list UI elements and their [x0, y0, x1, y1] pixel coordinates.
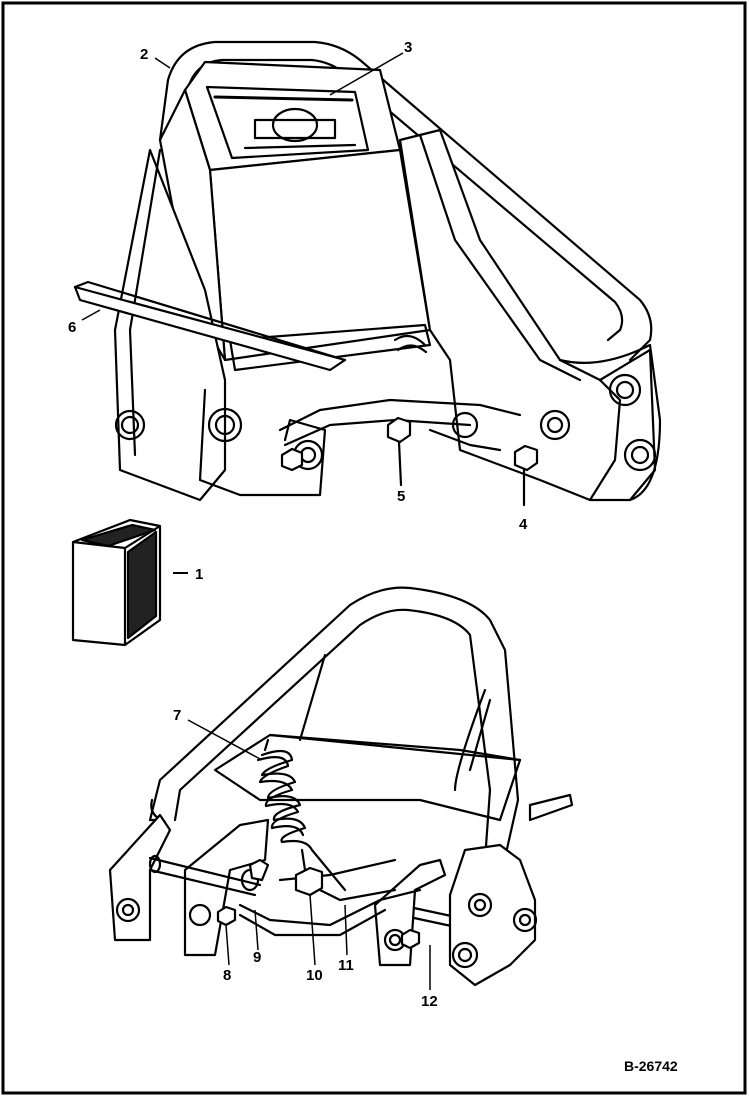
tension-spring [256, 738, 314, 852]
nut-5 [386, 416, 412, 444]
callout-6: 6 [68, 319, 77, 336]
bolt-4 [513, 444, 539, 472]
callout-3: 3 [404, 39, 413, 56]
callout-12: 12 [421, 993, 438, 1010]
callout-9: 9 [253, 949, 262, 966]
bottom-right-inner-plate [373, 858, 447, 967]
bottom-left-plate [108, 813, 172, 942]
callout-7: 7 [173, 707, 182, 724]
right-side-plate [398, 128, 622, 502]
warning-decal [205, 85, 370, 160]
bottom-leaders [187, 719, 431, 990]
bottom-assembly [108, 586, 574, 987]
lock-lever-bar [73, 285, 347, 372]
top-leaders [81, 52, 404, 321]
figure-reference-code: B-26742 [624, 1058, 678, 1074]
lock-block [294, 866, 324, 897]
callout-1: 1 [195, 566, 204, 583]
nut-8 [216, 905, 237, 927]
callout-4: 4 [519, 516, 528, 533]
handle-bar [158, 40, 653, 362]
callout-11: 11 [338, 957, 354, 974]
callout-8: 8 [223, 967, 232, 984]
linkage-rod [278, 398, 522, 432]
callout-2: 2 [140, 46, 149, 63]
callout-10: 10 [306, 967, 323, 984]
bottom-right-outer-plate [448, 843, 537, 987]
callout-5: 5 [397, 488, 406, 505]
bottom-handle-bar [148, 586, 520, 882]
bottom-linkage [238, 888, 422, 927]
top-assembly [73, 40, 662, 507]
decal-box [71, 518, 188, 647]
